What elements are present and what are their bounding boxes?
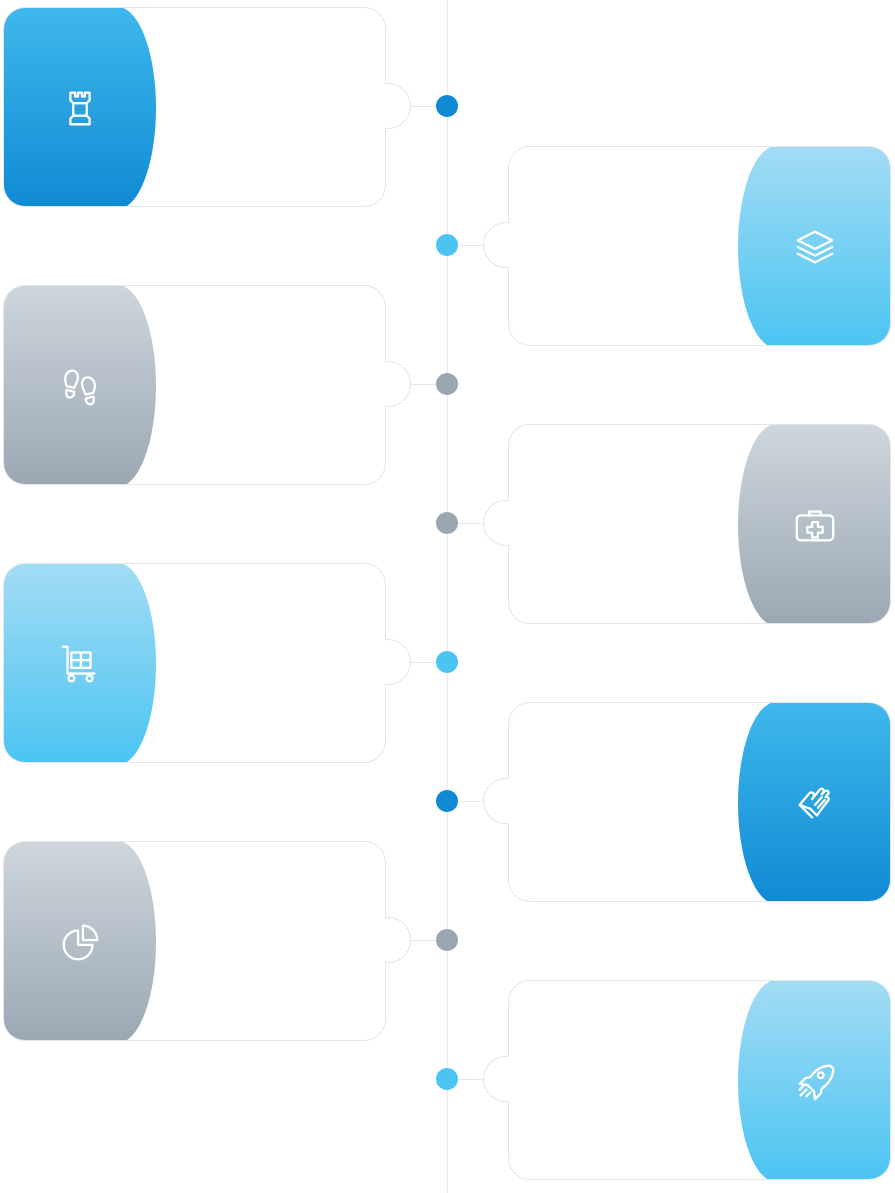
pie-chart-icon (57, 919, 103, 965)
timeline-dot (436, 1068, 458, 1090)
card-connector-tab (385, 83, 411, 129)
timeline-card-2 (508, 146, 891, 346)
timeline-dot (436, 234, 458, 256)
card-icon-panel (4, 564, 156, 762)
connector-line (411, 940, 447, 941)
timeline-card-1 (3, 7, 386, 207)
connector-line (447, 1079, 483, 1080)
chess-rook-icon (57, 85, 103, 131)
card-icon-panel (738, 703, 890, 901)
timeline-card-8 (508, 980, 891, 1180)
rocket-icon (792, 1058, 838, 1104)
connector-line (447, 245, 483, 246)
first-aid-kit-icon (792, 502, 838, 548)
card-icon-panel (738, 425, 890, 623)
card-icon-panel (738, 147, 890, 345)
shopping-cart-icon (57, 641, 103, 687)
stack-layers-icon (792, 224, 838, 270)
card-connector-tab (385, 639, 411, 685)
connector-line (447, 801, 483, 802)
card-connector-tab (483, 222, 509, 268)
timeline-dot (436, 929, 458, 951)
card-connector-tab (385, 361, 411, 407)
timeline-card-3 (3, 285, 386, 485)
footprints-icon (57, 363, 103, 409)
card-icon-panel (738, 981, 890, 1179)
card-connector-tab (483, 500, 509, 546)
timeline-card-6 (508, 702, 891, 902)
timeline-card-7 (3, 841, 386, 1041)
connector-line (447, 523, 483, 524)
connector-line (411, 106, 447, 107)
timeline-card-5 (3, 563, 386, 763)
glove-icon (792, 780, 838, 826)
timeline-dot (436, 651, 458, 673)
card-connector-tab (385, 917, 411, 963)
card-connector-tab (483, 778, 509, 824)
timeline-dot (436, 95, 458, 117)
timeline-dot (436, 790, 458, 812)
card-icon-panel (4, 286, 156, 484)
connector-line (411, 384, 447, 385)
timeline-spine (446, 0, 448, 1193)
connector-line (411, 662, 447, 663)
card-icon-panel (4, 842, 156, 1040)
timeline-card-4 (508, 424, 891, 624)
timeline-dot (436, 512, 458, 534)
card-icon-panel (4, 8, 156, 206)
timeline-dot (436, 373, 458, 395)
card-connector-tab (483, 1056, 509, 1102)
